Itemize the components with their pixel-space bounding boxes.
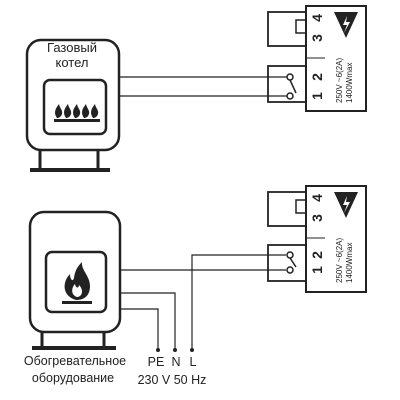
- thermostat-top-rating-line2: 1400Wmax: [345, 63, 354, 103]
- thermostat-top-pin-2: 2: [309, 73, 325, 81]
- thermostat-top-warning-icon: [334, 12, 358, 38]
- terminal-pe-label: PE: [148, 355, 165, 369]
- terminal-l-label: L: [190, 355, 197, 369]
- thermostat-bottom-warning-icon: [334, 192, 358, 218]
- heating-equipment: Обогревательное оборудование: [24, 210, 126, 385]
- thermostat-top-rating-line1: 250V ~6(2A): [335, 58, 344, 103]
- power-supply-terminals: PE N L 230 V 50 Hz: [138, 348, 207, 387]
- thermostat-bottom-relay-lower: [267, 244, 307, 282]
- power-supply-spec: 230 V 50 Hz: [138, 373, 207, 387]
- thermostat-bottom-relay-upper: [267, 191, 307, 227]
- terminal-n-label: N: [171, 355, 180, 369]
- boiler-body: [25, 38, 121, 152]
- boiler-wires: [119, 76, 287, 97]
- thermostat-top: 4 3 2 1 250V ~6(2A) 1400Wmax: [267, 5, 367, 112]
- thermostat-top-pin-1: 1: [309, 92, 325, 100]
- thermostat-bottom-terminal-block: [305, 185, 367, 293]
- heater-body: [28, 210, 122, 334]
- heater-window: [44, 250, 108, 314]
- boiler-label-line1: Газовый: [47, 40, 97, 55]
- heater-label-line1: Обогревательное: [24, 354, 126, 368]
- flame-icon: [64, 262, 90, 300]
- heater-burner-bar: [62, 301, 92, 304]
- thermostat-top-relay-upper: [267, 11, 307, 47]
- thermostat-bottom-pin-2: 2: [309, 251, 325, 259]
- thermostat-bottom-pin-3: 3: [309, 214, 325, 222]
- heater-label-line2: оборудование: [32, 371, 114, 385]
- thermostat-bottom: 4 3 2 1 250V ~6(2A) 1400Wmax: [267, 185, 367, 293]
- boiler-window: [42, 78, 108, 136]
- boiler-burner-flames-icon: [55, 104, 99, 118]
- thermostat-top-pin-4: 4: [309, 14, 325, 22]
- boiler-label-line2: котел: [56, 55, 89, 70]
- heater-wires: [120, 254, 286, 348]
- thermostat-bottom-rating-line1: 250V ~6(2A): [335, 238, 344, 283]
- thermostat-top-pin-3: 3: [309, 34, 325, 42]
- boiler-burner-bar: [54, 119, 100, 122]
- thermostat-bottom-pin-1: 1: [309, 266, 325, 274]
- thermostat-bottom-rating-line2: 1400Wmax: [345, 243, 354, 283]
- gas-boiler: Газовый котел: [25, 38, 121, 172]
- thermostat-bottom-pin-4: 4: [309, 194, 325, 202]
